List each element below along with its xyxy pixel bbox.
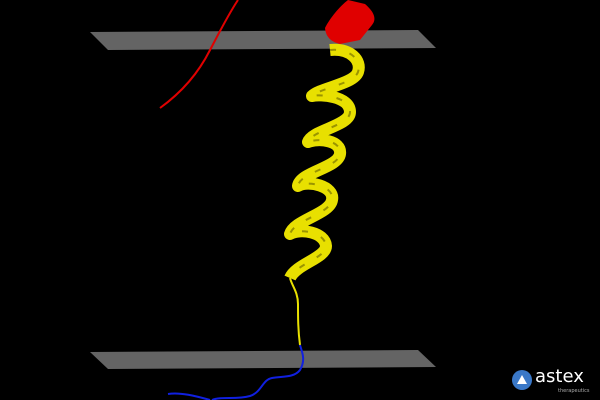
logo-tagline: therapeutics bbox=[558, 388, 590, 394]
transmembrane-helix bbox=[284, 43, 365, 346]
astex-triangle-logo-icon bbox=[512, 370, 532, 390]
lower-membrane-plane bbox=[90, 350, 436, 369]
extracellular-helix-end bbox=[325, 0, 375, 44]
intracellular-coil bbox=[167, 344, 305, 400]
astex-logo: astex therapeutics bbox=[512, 366, 596, 396]
logo-wordmark: astex bbox=[535, 366, 584, 387]
upper-membrane-plane bbox=[90, 30, 436, 50]
extracellular-coil-left bbox=[159, 0, 239, 109]
